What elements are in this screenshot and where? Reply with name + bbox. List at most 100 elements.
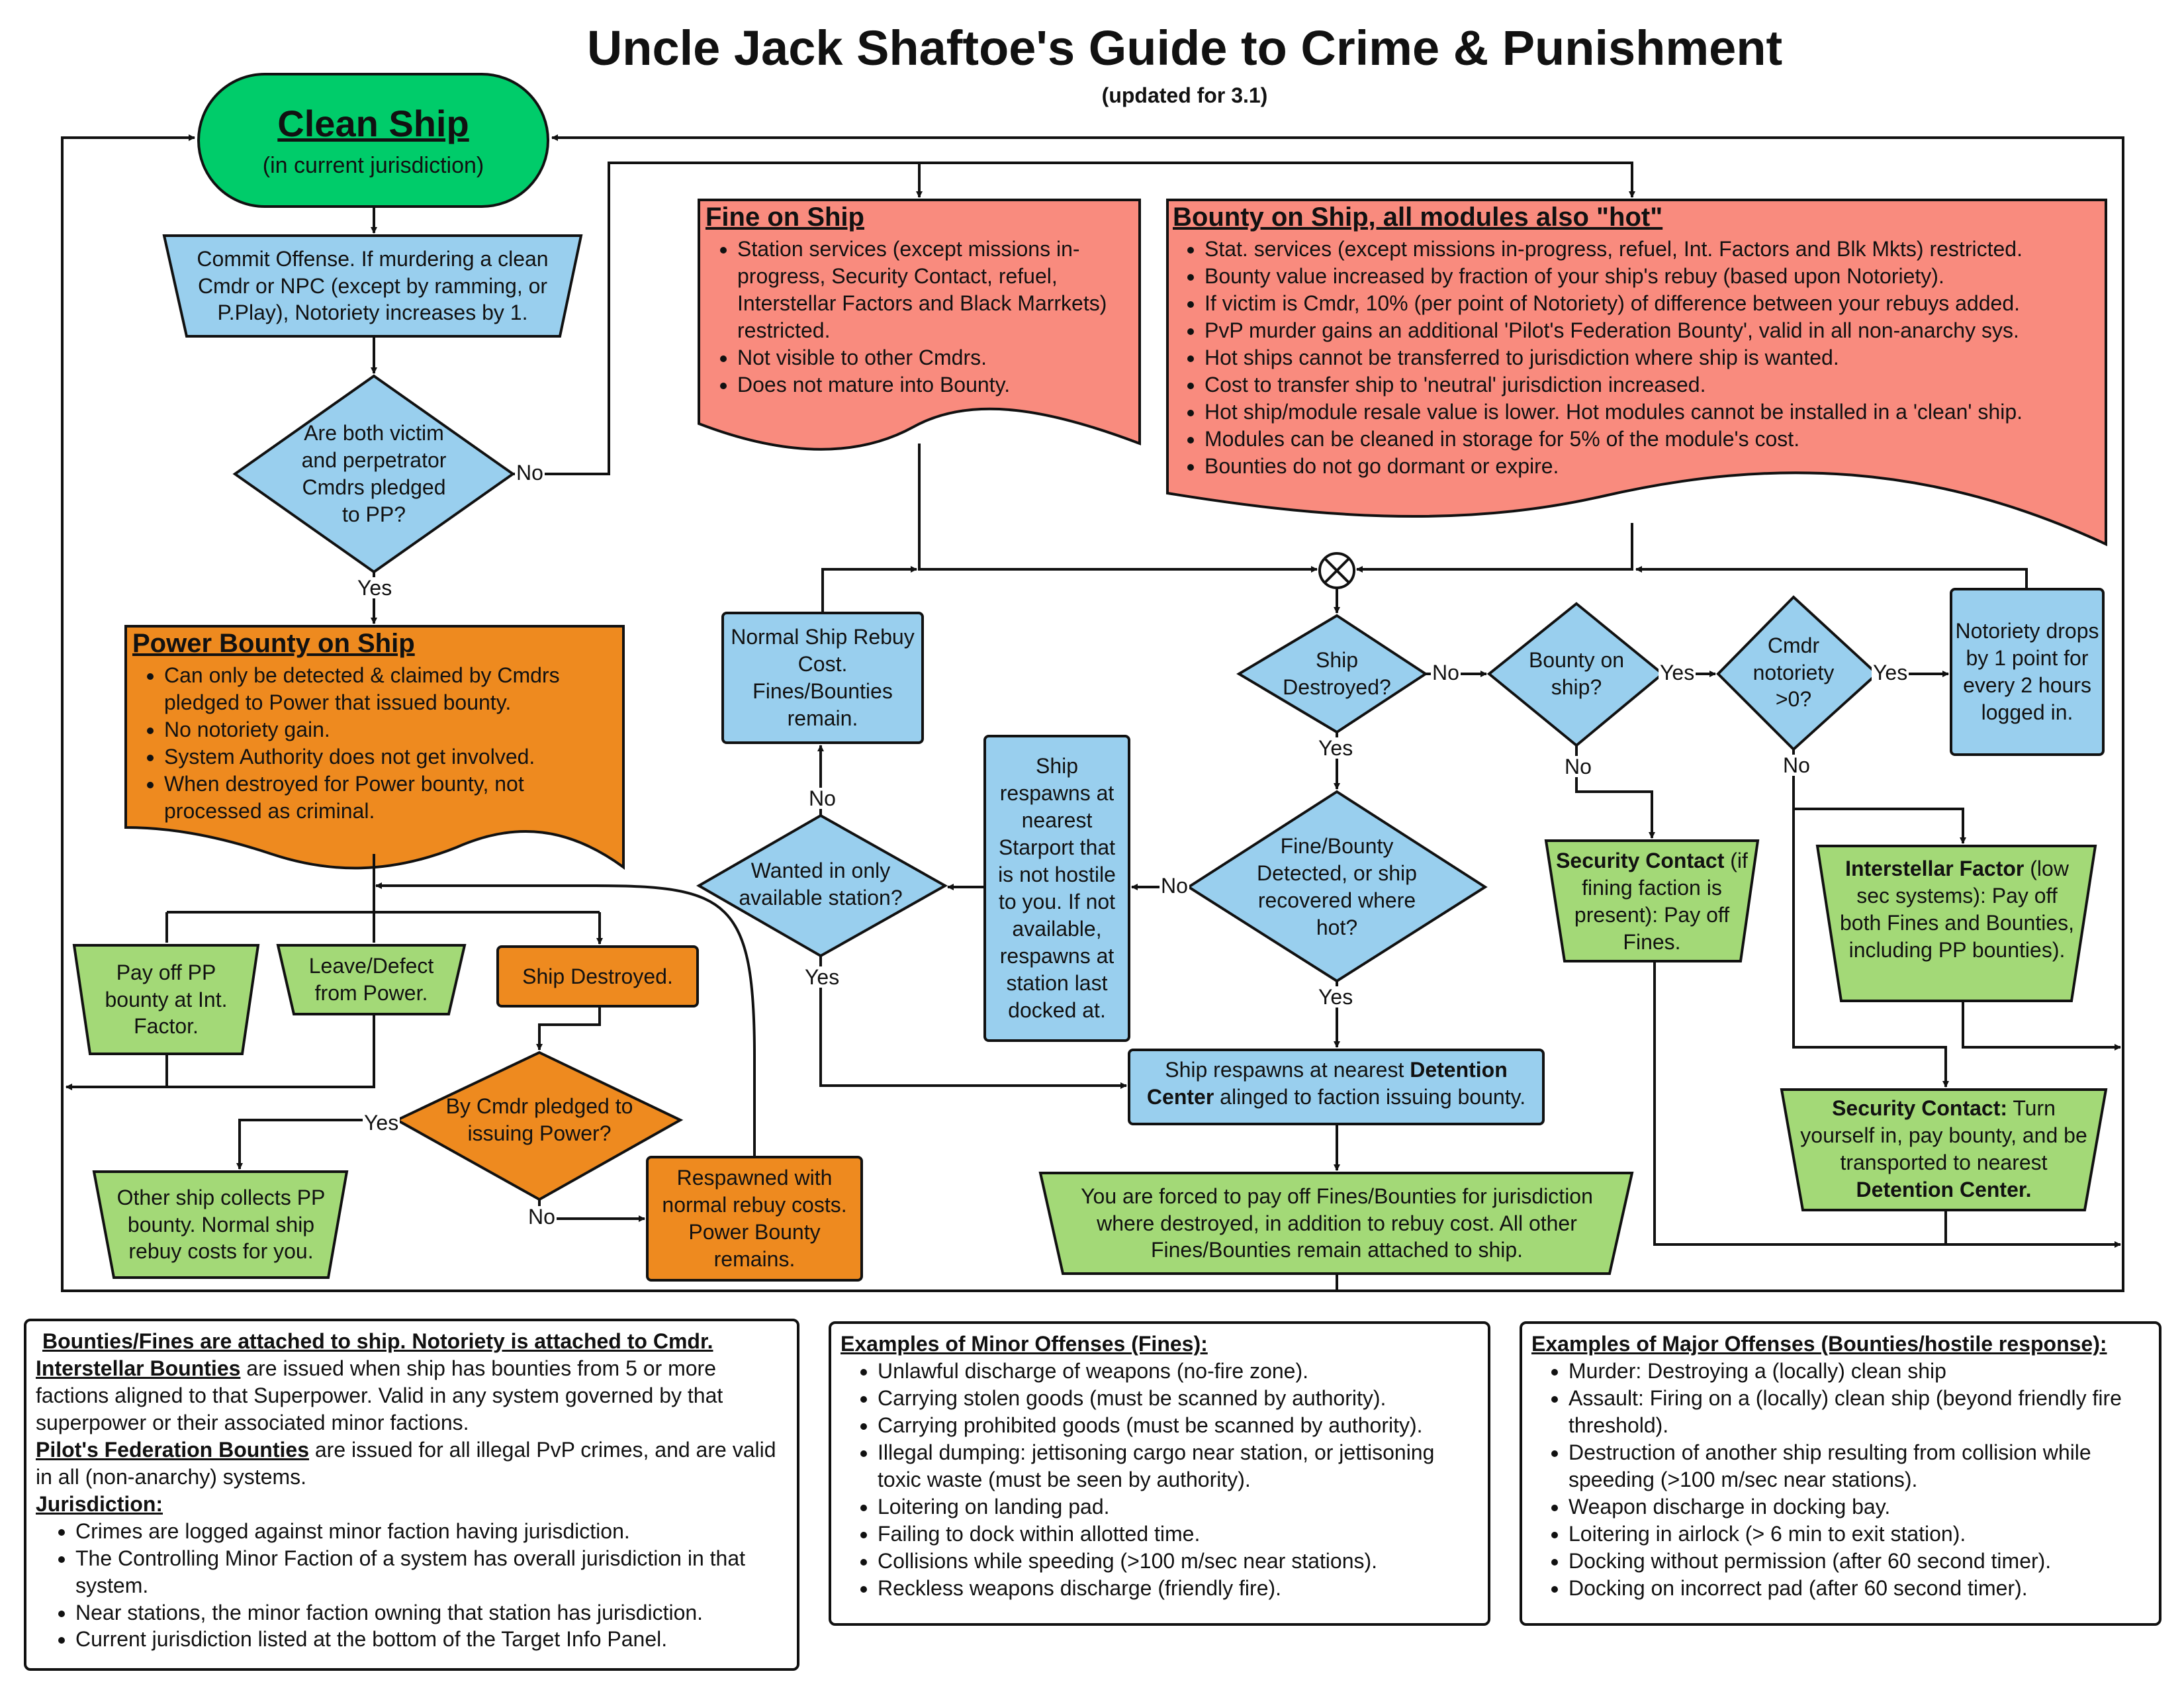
label-yes: Yes bbox=[1659, 661, 1696, 684]
interstellar-rest: (low sec systems): Pay off both Fines an… bbox=[1839, 857, 2074, 962]
security-turn-bold2: Detention Center. bbox=[1856, 1177, 2032, 1201]
payoff-pp-shape bbox=[72, 944, 260, 1055]
bounty-list: Stat. services (except missions in-progr… bbox=[1173, 236, 2023, 480]
label-yes: Yes bbox=[363, 1111, 400, 1135]
minor-item: Unlawful discharge of weapons (no-fire z… bbox=[878, 1358, 1479, 1385]
major-item: Assault: Firing on a (locally) clean shi… bbox=[1569, 1385, 2150, 1439]
other-ship-shape bbox=[92, 1170, 349, 1279]
power-list: Can only be detected & claimed by Cmdrs … bbox=[132, 662, 619, 825]
label-no: No bbox=[515, 461, 545, 485]
security-contact-bold: Security Contact bbox=[1556, 849, 1725, 872]
minor-item: Carrying prohibited goods (must be scann… bbox=[878, 1412, 1479, 1439]
power-item: Can only be detected & claimed by Cmdrs … bbox=[164, 662, 619, 716]
security-turn-rest: Turn yourself in, pay bounty, and be tra… bbox=[1800, 1096, 2087, 1174]
by-cmdr-decision: By Cmdr pledged to issuing Power? bbox=[445, 1094, 633, 1145]
security-contact-shape bbox=[1544, 839, 1760, 962]
wanted-only-decision: Wanted in only available station? bbox=[739, 859, 903, 910]
detention-text-a: Ship respawns at nearest bbox=[1165, 1058, 1410, 1082]
major-heading: Examples of Major Offenses (Bounties/hos… bbox=[1531, 1332, 2107, 1356]
label-no: No bbox=[807, 786, 837, 810]
power-shape bbox=[124, 625, 625, 870]
power-item: System Authority does not get involved. bbox=[164, 743, 619, 771]
bounty-item: Hot ships cannot be transferred to juris… bbox=[1205, 344, 2023, 371]
interstellar-bounties-text: Interstellar Bounties are issued when sh… bbox=[36, 1355, 788, 1436]
interstellar-factor-node: Interstellar Factor (low sec systems): P… bbox=[1836, 850, 2078, 998]
bounty-item: Hot ship/module resale value is lower. H… bbox=[1205, 399, 2023, 426]
ship-destroyed-pp-node: Ship Destroyed. bbox=[522, 964, 673, 988]
minor-list: Unlawful discharge of weapons (no-fire z… bbox=[841, 1358, 1479, 1602]
bounty-item: If victim is Cmdr, 10% (per point of Not… bbox=[1205, 290, 2023, 317]
minor-heading: Examples of Minor Offenses (Fines): bbox=[841, 1332, 1208, 1356]
label-yes: Yes bbox=[356, 576, 394, 600]
bounty-item: Cost to transfer ship to 'neutral' juris… bbox=[1205, 371, 2023, 399]
interstellar-bounties-head: Interstellar Bounties bbox=[36, 1356, 241, 1380]
fine-list: Station services (except missions in-pro… bbox=[705, 236, 1142, 399]
minor-item: Failing to dock within allotted time. bbox=[878, 1521, 1479, 1548]
jurisdiction-item: Near stations, the minor faction owning … bbox=[75, 1599, 788, 1626]
major-item: Docking without permission (after 60 sec… bbox=[1569, 1548, 2150, 1575]
power-item: No notoriety gain. bbox=[164, 716, 619, 743]
jurisdiction-item: Current jurisdiction listed at the botto… bbox=[75, 1626, 788, 1653]
payoff-pp-node: Pay off PP bounty at Int. Factor. bbox=[105, 960, 228, 1039]
bounty-item: Modules can be cleaned in storage for 5%… bbox=[1205, 426, 2023, 453]
major-item: Weapon discharge in docking bay. bbox=[1569, 1493, 2150, 1521]
commit-offense-node: Commit Offense. If murdering a clean Cmd… bbox=[197, 246, 549, 325]
minor-item: Collisions while speeding (>100 m/sec ne… bbox=[878, 1548, 1479, 1575]
fine-on-ship-node: Fine on Ship Station services (except mi… bbox=[705, 201, 1142, 426]
label-yes: Yes bbox=[803, 965, 841, 989]
respawned-node: Respawned with normal rebuy costs. Power… bbox=[662, 1166, 847, 1271]
minor-item: Carrying stolen goods (must be scanned b… bbox=[878, 1385, 1479, 1412]
fine-item: Not visible to other Cmdrs. bbox=[737, 344, 1142, 371]
page-subtitle: (updated for 3.1) bbox=[1101, 83, 1268, 107]
pledged-decision: Are both victim and perpetrator Cmdrs pl… bbox=[301, 421, 447, 526]
label-yes: Yes bbox=[1317, 985, 1355, 1009]
label-no: No bbox=[1160, 874, 1189, 898]
interstellar-bold: Interstellar Factor bbox=[1845, 857, 2025, 880]
fine-shape bbox=[698, 199, 1141, 451]
forced-pay-shape bbox=[1038, 1172, 1634, 1275]
bounty-shape bbox=[1166, 199, 2107, 547]
fine-item: Station services (except missions in-pro… bbox=[737, 236, 1142, 344]
jurisdiction-item: The Controlling Minor Faction of a syste… bbox=[75, 1545, 788, 1599]
notes-major-offenses: Examples of Major Offenses (Bounties/hos… bbox=[1520, 1321, 2161, 1626]
leave-shape bbox=[276, 944, 467, 1015]
shapes bbox=[72, 73, 2108, 1282]
page-title: Uncle Jack Shaftoe's Guide to Crime & Pu… bbox=[586, 21, 1783, 75]
power-heading: Power Bounty on Ship bbox=[132, 629, 415, 658]
label-no: No bbox=[527, 1205, 557, 1229]
security-contact-node: Security Contact (if fining faction is p… bbox=[1549, 845, 1755, 959]
bounty-on-ship-decision: Bounty on ship? bbox=[1528, 648, 1625, 699]
major-item: Docking on incorrect pad (after 60 secon… bbox=[1569, 1575, 2150, 1602]
pilots-federation-head: Pilot's Federation Bounties bbox=[36, 1437, 309, 1462]
bounty-item: Stat. services (except missions in-progr… bbox=[1205, 236, 2023, 263]
security-turn-in-node: Security Contact: Turn yourself in, pay … bbox=[1797, 1092, 2090, 1209]
minor-item: Illegal dumping: jettisoning cargo near … bbox=[878, 1439, 1479, 1493]
jurisdiction-heading: Jurisdiction: bbox=[36, 1491, 163, 1516]
jurisdiction-list: Crimes are logged against minor faction … bbox=[36, 1518, 788, 1654]
leave-power-node: Leave/Defect from Power. bbox=[308, 954, 434, 1005]
bounty-item: PvP murder gains an additional 'Pilot's … bbox=[1205, 317, 2023, 344]
normal-rebuy-node: Normal Ship Rebuy Cost. Fines/Bounties r… bbox=[731, 625, 915, 730]
bounty-heading: Bounty on Ship, all modules also "hot" bbox=[1173, 203, 1663, 232]
detention-text-c: alinged to faction issuing bounty. bbox=[1214, 1084, 1526, 1109]
other-ship-node: Other ship collects PP bounty. Normal sh… bbox=[116, 1185, 326, 1264]
bounty-on-ship-node: Bounty on Ship, all modules also "hot" S… bbox=[1173, 201, 2106, 492]
respawn-nearest-node: Ship respawns at nearest Starport that i… bbox=[998, 754, 1116, 1022]
interstellar-bounties-rest: are issued when ship has bounties from 5… bbox=[36, 1356, 723, 1434]
forced-pay-node: You are forced to pay off Fines/Bounties… bbox=[1081, 1184, 1593, 1262]
clean-ship-node: Clean Ship (in current jurisdiction) bbox=[199, 74, 548, 207]
notoriety-drops-node: Notoriety drops by 1 point for every 2 h… bbox=[1955, 619, 2099, 724]
label-no: No bbox=[1782, 753, 1811, 777]
notes-general: Bounties/Fines are attached to ship. Not… bbox=[24, 1319, 799, 1671]
major-list: Murder: Destroying a (locally) clean shi… bbox=[1531, 1358, 2150, 1602]
notes-general-heading: Bounties/Fines are attached to ship. Not… bbox=[42, 1329, 713, 1353]
security-turn-shape bbox=[1780, 1088, 2108, 1211]
clean-ship-sub: (in current jurisdiction) bbox=[262, 153, 484, 179]
jurisdiction-item: Crimes are logged against minor faction … bbox=[75, 1518, 788, 1545]
security-contact-rest: (if fining faction is present): Pay off … bbox=[1574, 849, 1748, 954]
label-yes: Yes bbox=[1317, 736, 1355, 760]
detention-node: Ship respawns at nearest Detention Cente… bbox=[1132, 1050, 1541, 1124]
fine-item: Does not mature into Bounty. bbox=[737, 371, 1142, 399]
detention-text-b: Detention Center bbox=[1146, 1058, 1508, 1109]
